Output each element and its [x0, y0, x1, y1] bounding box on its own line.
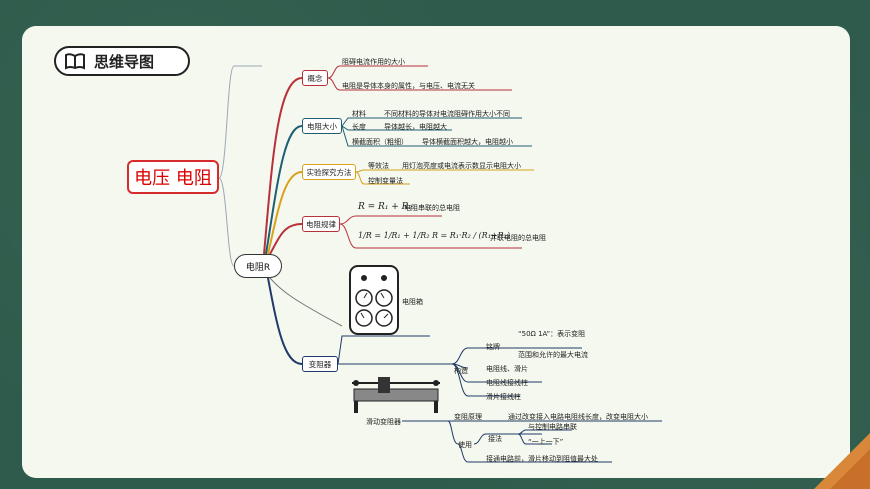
mindmap-card: 思维导图 电压 电阻 电阻R 概念 阻碍电流作用的大小 电阻是导体本身的属性，与… [22, 26, 850, 478]
usage-label: 使用 [458, 441, 472, 449]
usage-connect-2: “一上一下” [528, 438, 564, 446]
slide-rheostat-image [352, 377, 440, 413]
principle-desc: 通过改变接入电路电阻线长度，改变电阻大小 [508, 413, 648, 421]
resistance-box-image [349, 265, 399, 335]
branch-method: 实验探究方法 [302, 164, 356, 180]
series-note: 电阻串联的总电阻 [404, 204, 460, 212]
center-node: 电阻R [234, 254, 282, 278]
structure-label: 构造 [454, 367, 468, 375]
nameplate-desc-1: “50Ω 1A”：表示变阻 [518, 330, 586, 338]
book-icon [65, 53, 85, 70]
section-title-text: 思维导图 [94, 52, 155, 71]
principle-label: 变阻原理 [454, 413, 482, 421]
method-control-key: 控制变量法 [368, 177, 403, 185]
branch-rules: 电阻规律 [302, 216, 340, 232]
usage-connect-1: 与控制电路串联 [528, 423, 577, 431]
usage-connect-label: 接法 [488, 435, 502, 443]
structure-part-3: 滑片接线柱 [486, 393, 521, 401]
size-area-value: 导体横截面积越大，电阻越小 [422, 138, 513, 146]
corner-decoration [814, 433, 870, 489]
size-length-value: 导体越长，电阻越大 [384, 123, 447, 131]
usage-before: 接通电路前，滑片移动到阻值最大处 [486, 455, 598, 463]
parallel-formula: 1/R = 1/R₁ + 1/R₂ R = R₁·R₂ / (R₁+R₂) [358, 231, 510, 240]
branch-concept: 概念 [302, 70, 328, 86]
branch-rheostat: 变阻器 [302, 356, 338, 372]
section-title: 思维导图 [54, 46, 190, 76]
concept-item-1: 阻碍电流作用的大小 [342, 58, 405, 66]
nameplate-desc-2: 范围和允许的最大电流 [518, 351, 588, 359]
mindmap-connectors [218, 65, 662, 463]
parallel-note: 并联电阻的总电阻 [490, 234, 546, 242]
branch-size: 电阻大小 [302, 118, 342, 134]
size-material-key: 材料 [352, 110, 366, 118]
series-formula: R = R₁ + R₂ [358, 202, 413, 212]
slide-rheostat-caption: 滑动变阻器 [366, 418, 401, 426]
main-topic: 电压 电阻 [127, 160, 219, 194]
concept-item-2: 电阻是导体本身的属性，与电压、电流无关 [342, 82, 475, 90]
size-material-value: 不同材料的导体对电流阻碍作用大小不同 [384, 110, 510, 118]
size-length-key: 长度 [352, 123, 366, 131]
method-equivalent-key: 等效法 [368, 162, 389, 170]
resistance-box-label: 电阻箱 [402, 298, 423, 306]
structure-part-2: 电阻线接线柱 [486, 379, 528, 387]
nameplate-label: 铭牌 [486, 343, 500, 351]
method-equivalent-value: 用灯泡亮度或电流表示数显示电阻大小 [402, 162, 521, 170]
structure-part-1: 电阻线、滑片 [486, 365, 528, 373]
size-area-key: 横截面积（粗细） [352, 138, 408, 146]
